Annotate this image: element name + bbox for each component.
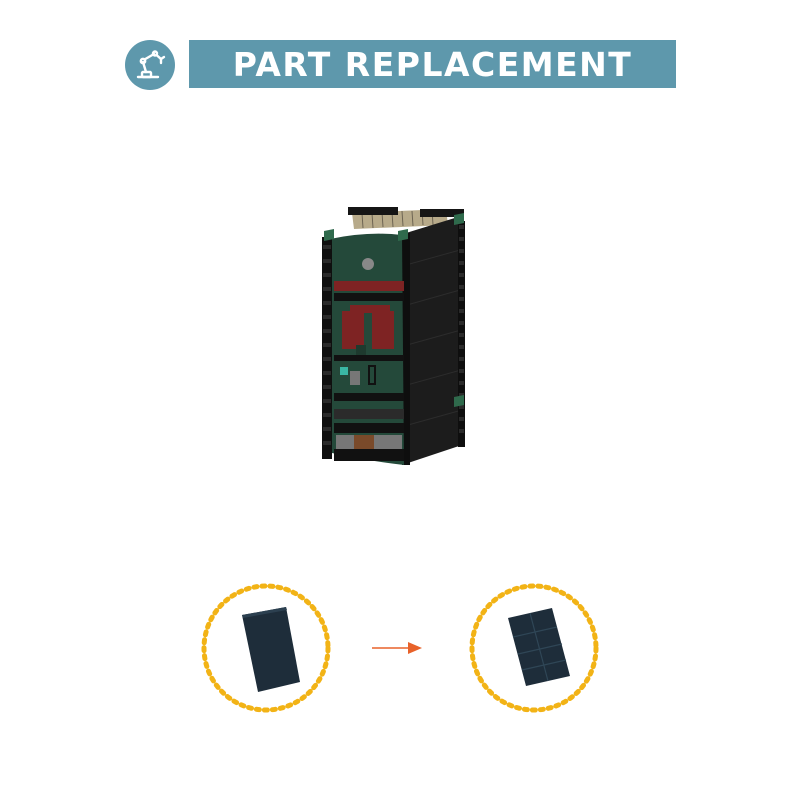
new-part-circle xyxy=(468,582,600,714)
header-banner: PART REPLACEMENT xyxy=(189,40,676,88)
arrow-right-icon xyxy=(370,640,426,656)
old-part-circle xyxy=(200,582,332,714)
product-image xyxy=(310,195,470,485)
dotted-ring xyxy=(469,583,599,713)
dotted-ring xyxy=(201,583,331,713)
old-tile xyxy=(242,607,300,692)
page-title: PART REPLACEMENT xyxy=(232,44,633,84)
robot-arm-icon xyxy=(125,40,175,90)
